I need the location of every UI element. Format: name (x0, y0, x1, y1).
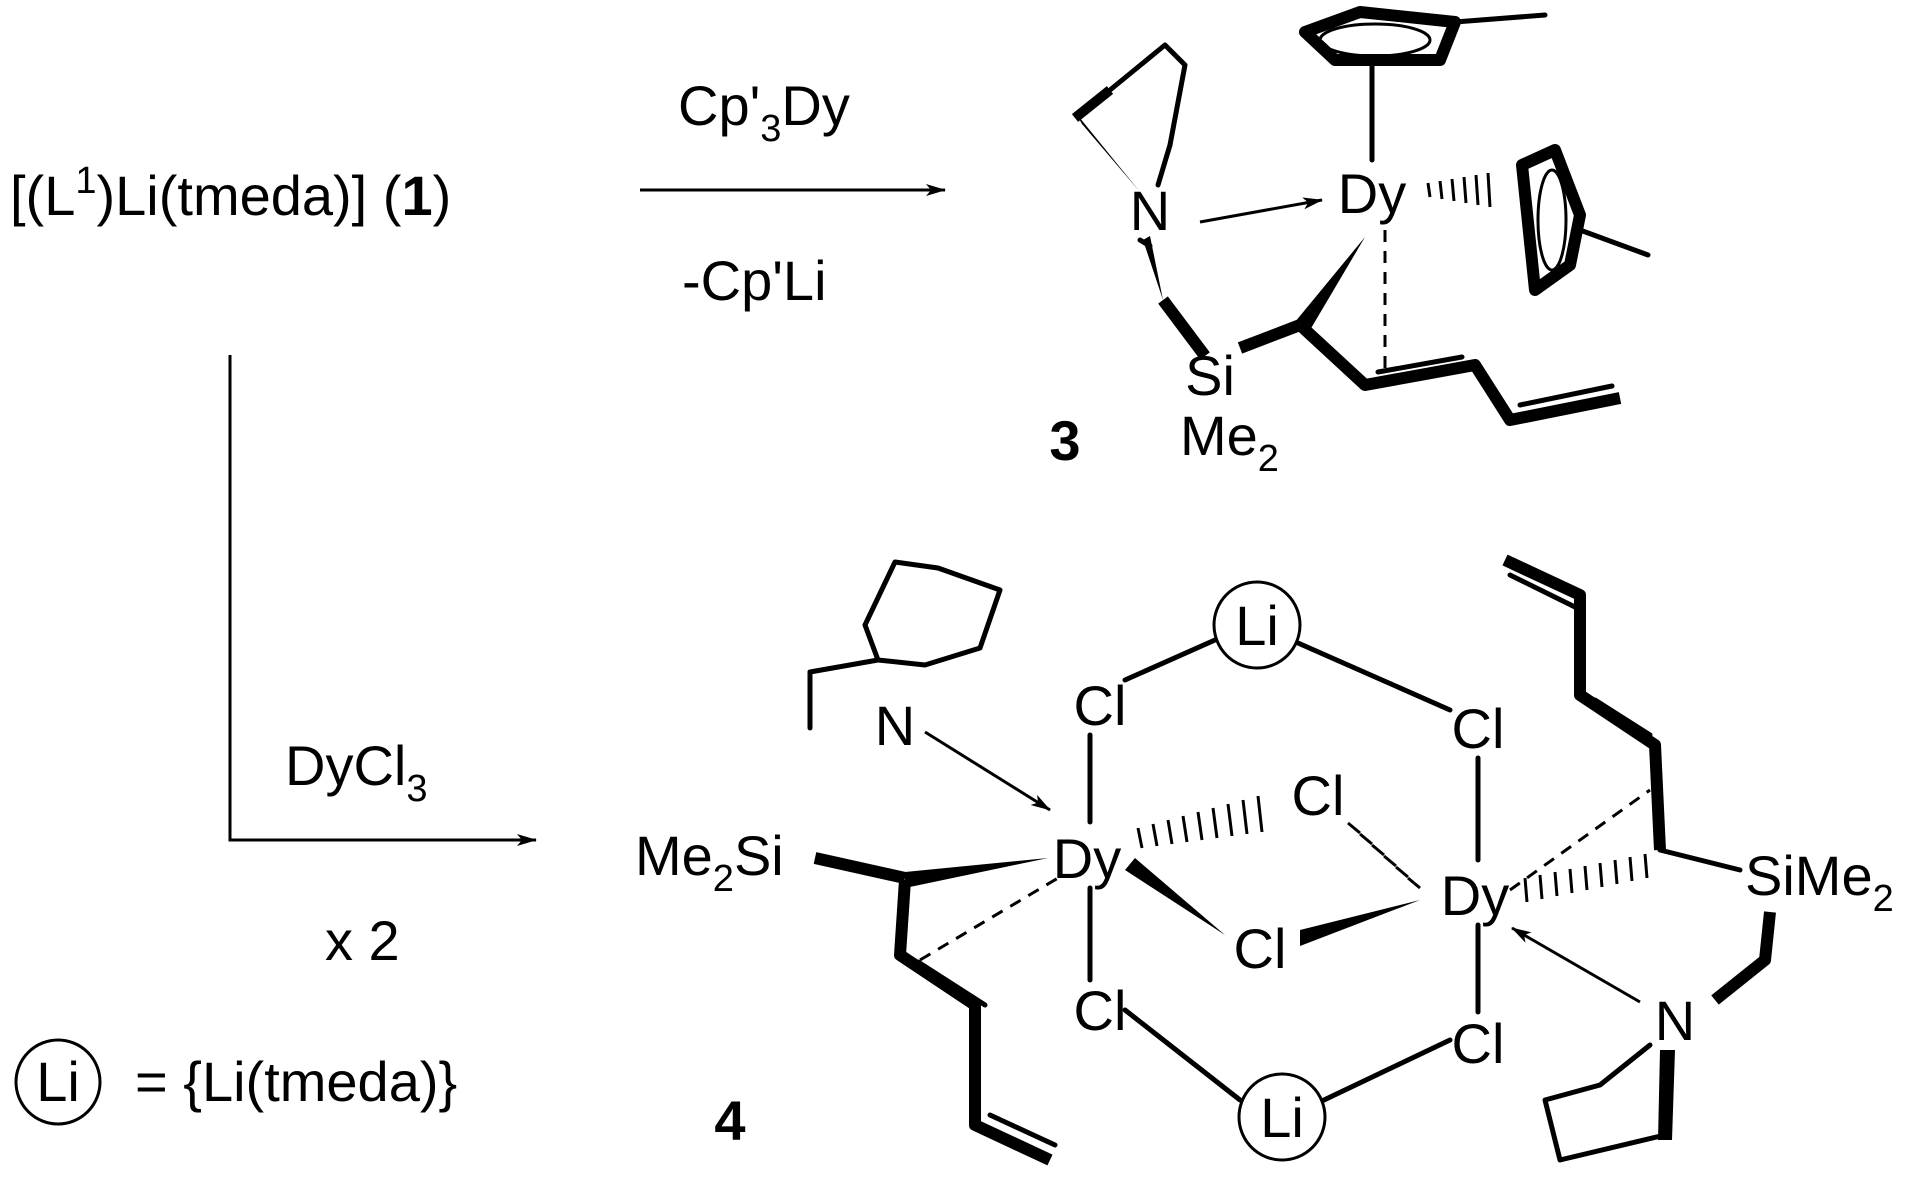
c3-cp-ring-top (1299, 6, 1461, 66)
c4-n-dy-dative-right (1511, 926, 1641, 1004)
c3-n-dy-dative (1199, 197, 1323, 224)
legend-li-circle (14, 1038, 102, 1126)
reagent-multiplier: x 2 (325, 909, 400, 972)
c4-sime2-right: SiMe2 (1745, 844, 1894, 920)
compound-3: N Dy Si Me2 3 (1049, 6, 1651, 480)
c4-li-atom-top: Li (1235, 594, 1279, 657)
legend-li-symbol: Li (36, 1050, 80, 1113)
reagent-dycl3: DyCl3 (285, 734, 427, 810)
c4-n-atom-left: N (875, 694, 915, 757)
compound-4: Li Li Cl Cl Cl Cl Cl Cl Dy Dy (635, 554, 1894, 1166)
c3-sime2: Me2 (1180, 404, 1279, 480)
c4-li-atom-bottom: Li (1260, 1086, 1304, 1149)
c3-dy-atom: Dy (1338, 162, 1406, 225)
legend-definition: = {Li(tmeda)} (135, 1050, 457, 1113)
c3-cp-ring-right (1516, 144, 1586, 296)
pyrrolidine-bond (1071, 86, 1114, 122)
c4-dy-atom-right: Dy (1441, 864, 1509, 927)
c4-cl-top-left: Cl (1074, 674, 1127, 737)
byproduct-cpli: -Cp'Li (682, 249, 827, 312)
compound-4-label: 4 (714, 1089, 745, 1152)
c4-cl-bottom-right: Cl (1452, 1012, 1505, 1075)
c4-cl-bridge-upper: Cl (1292, 764, 1345, 827)
c4-cl-bridge-lower: Cl (1234, 917, 1287, 980)
c4-cl-top-right: Cl (1452, 697, 1505, 760)
c4-li-circle-top (1212, 580, 1302, 670)
c3-si-atom: Si (1185, 344, 1235, 407)
pyrrolidine-wedge (1075, 112, 1140, 192)
reagent-cp3dy: Cp'3Dy (678, 74, 850, 150)
c4-dy-atom-left: Dy (1053, 827, 1121, 890)
reaction-arrow-bottom (228, 355, 537, 846)
reactant-formula: [(L1)Li(tmeda)] (1) (10, 160, 451, 227)
c4-li-circle-bottom (1237, 1072, 1327, 1162)
c4-n-atom-right: N (1655, 989, 1695, 1052)
c3-n-atom: N (1130, 179, 1170, 242)
c4-n-dy-dative-left (924, 730, 1051, 812)
compound-3-label: 3 (1049, 409, 1080, 472)
c4-cl-bottom-left: Cl (1074, 979, 1127, 1042)
c4-me2si-left: Me2Si (635, 824, 784, 900)
